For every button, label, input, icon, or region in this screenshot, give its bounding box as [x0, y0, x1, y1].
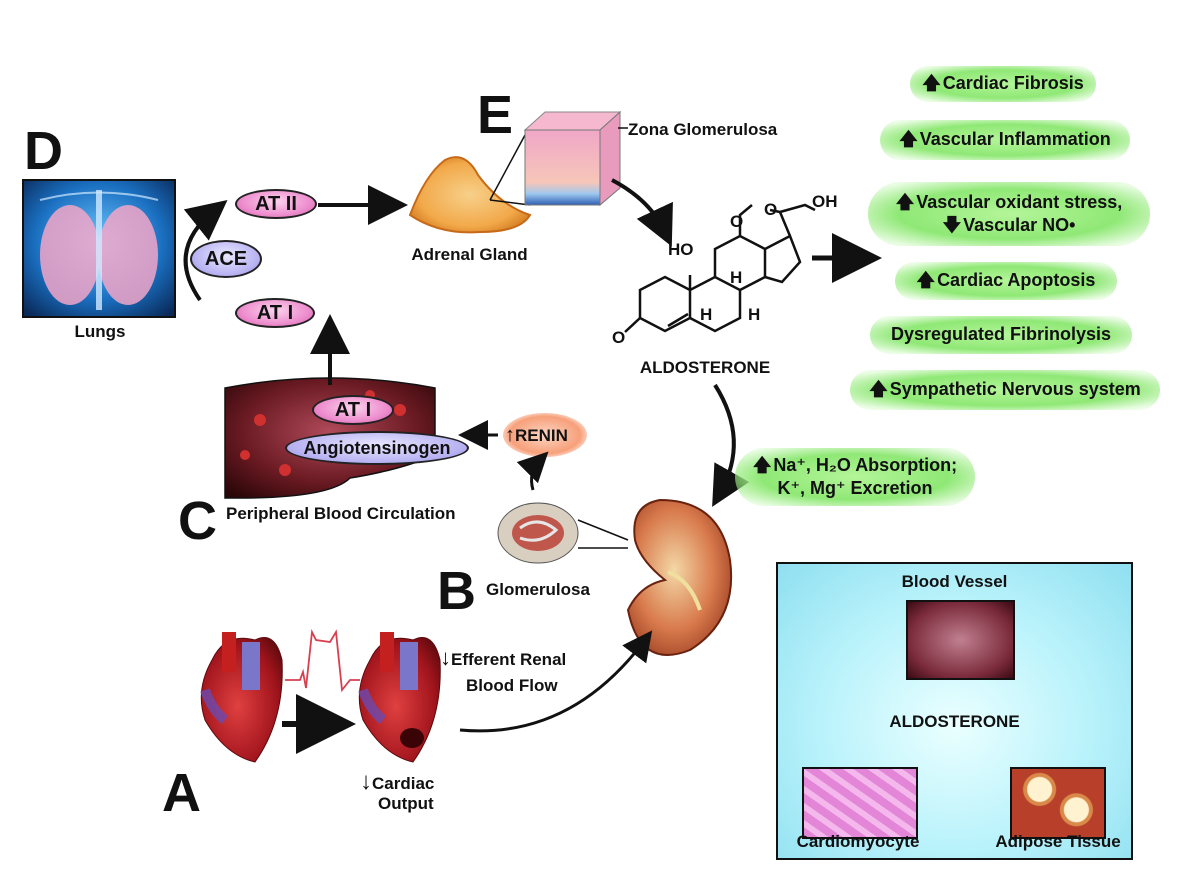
molecule-o2: O — [730, 212, 744, 231]
effect-cardiac-fibrosis: 🡅Cardiac Fibrosis — [910, 66, 1096, 102]
lungs-image — [22, 179, 176, 318]
effect-dysregulated-fibrinolysis: Dysregulated Fibrinolysis — [870, 316, 1132, 354]
molecule-o3: O — [764, 200, 778, 219]
heart-normal-image — [200, 632, 283, 763]
down-arrow-icon: 🡇 — [942, 215, 962, 235]
panel-cardiomyocyte-label: Cardiomyocyte — [796, 832, 920, 851]
effect-cardiac-apoptosis: 🡅Cardiac Apoptosis — [895, 262, 1117, 300]
arrows — [183, 178, 882, 754]
adrenal-gland-label: Adrenal Gland — [411, 245, 528, 264]
kidney-image — [626, 498, 733, 656]
effect-sympathetic-nervous-system: 🡅Sympathetic Nervous system — [850, 370, 1160, 410]
at1-pill-center: AT I — [312, 395, 394, 425]
renin-label: ↑RENIN — [505, 424, 568, 446]
blood-vessel-thumb — [906, 600, 1015, 680]
heart-failing-image — [358, 632, 441, 763]
angiotensinogen-pill: Angiotensinogen — [285, 431, 469, 465]
section-letter-b: B — [437, 561, 476, 621]
zona-glomerulosa-label: Zona Glomerulosa — [628, 120, 778, 139]
lungs-label: Lungs — [74, 322, 126, 341]
cardiac-output-label: ↓Cardiac Output — [360, 768, 435, 814]
effect-kidney-absorption: 🡅Na⁺, H₂O Absorption; K⁺, Mg⁺ Excretion — [735, 448, 975, 506]
adipose-tissue-thumb — [1010, 767, 1106, 839]
panel-adipose-label: Adipose Tissue — [995, 832, 1121, 851]
molecule-oh: OH — [812, 192, 838, 211]
down-arrow-efferent: ↓ — [440, 645, 451, 670]
glomerulosa-label: Glomerulosa — [486, 580, 590, 599]
up-arrow-icon: 🡅 — [922, 73, 941, 94]
cardiomyocyte-thumb — [802, 767, 918, 839]
renin-glow — [503, 413, 587, 457]
zona-glomerulosa-image — [523, 110, 628, 207]
at1-pill-top: AT I — [235, 298, 315, 328]
up-arrow-icon: 🡅 — [899, 129, 918, 150]
up-arrow-icon: 🡅 — [869, 379, 888, 400]
up-arrow-icon: 🡅 — [752, 454, 772, 475]
molecule-h3: H — [748, 305, 761, 324]
molecule-h1: H — [730, 268, 743, 287]
molecule-h2: H — [700, 305, 713, 324]
adrenal-gland-image — [408, 134, 532, 234]
at2-pill: AT II — [235, 189, 317, 219]
molecule-ho: HO — [668, 240, 694, 259]
section-letter-d: D — [24, 121, 63, 181]
ace-pill: ACE — [190, 240, 262, 278]
down-arrow-cardiac: ↓ — [360, 768, 372, 795]
panel-aldosterone-label: ALDOSTERONE — [889, 712, 1020, 731]
effect-vascular-oxidant-stress: 🡅Vascular oxidant stress, 🡇Vascular NO• — [868, 182, 1150, 246]
glomerulus-image — [497, 502, 629, 564]
section-letter-a: A — [162, 763, 201, 823]
section-letter-c: C — [178, 491, 217, 551]
efferent-flow-label: ↓Efferent Renal Blood Flow — [440, 645, 567, 695]
molecule-o1: O — [612, 328, 626, 347]
aldosterone-label: ALDOSTERONE — [639, 358, 771, 377]
peripheral-circulation-label: Peripheral Blood Circulation — [226, 504, 456, 523]
up-arrow-icon: 🡅 — [916, 270, 936, 291]
effect-vascular-inflammation: 🡅Vascular Inflammation — [880, 120, 1130, 160]
aldosterone-structure — [624, 203, 816, 333]
panel-title: Blood Vessel — [901, 572, 1008, 591]
section-letter-e: E — [477, 85, 514, 145]
aldosterone-sources-panel: Blood Vessel ALDOSTERONE Cardiomyocyte A… — [776, 562, 1133, 860]
ecg-trace — [285, 628, 360, 693]
renin-up-arrow: ↑ — [505, 424, 515, 446]
up-arrow-icon: 🡅 — [895, 191, 915, 212]
